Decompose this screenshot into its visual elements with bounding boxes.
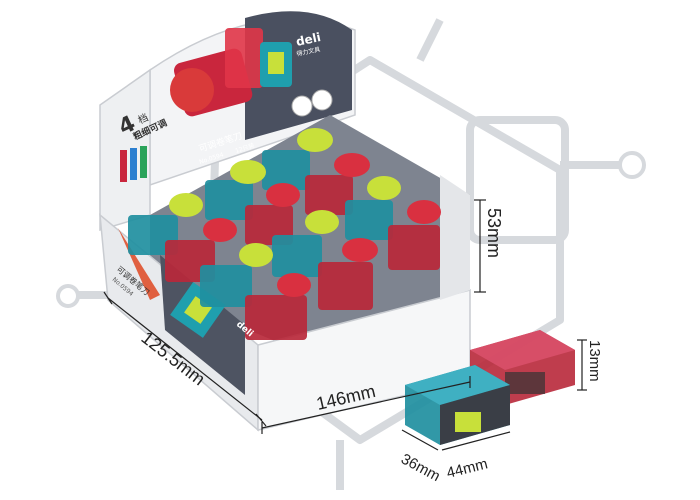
outline-node-right [618, 151, 646, 179]
box-right-panel [440, 175, 470, 300]
dim-item-depth: 44mm [445, 455, 490, 482]
dim-item-height: 13mm [586, 340, 603, 382]
sharpener-grid [128, 128, 441, 340]
dim-box-height: 53mm [484, 208, 504, 258]
dimension-lines [103, 199, 587, 451]
headline-gear: 档 [136, 111, 151, 127]
outline-node-left [56, 284, 80, 308]
dim-item-width: 36mm [398, 451, 443, 486]
brand-logo: deli [295, 30, 322, 49]
